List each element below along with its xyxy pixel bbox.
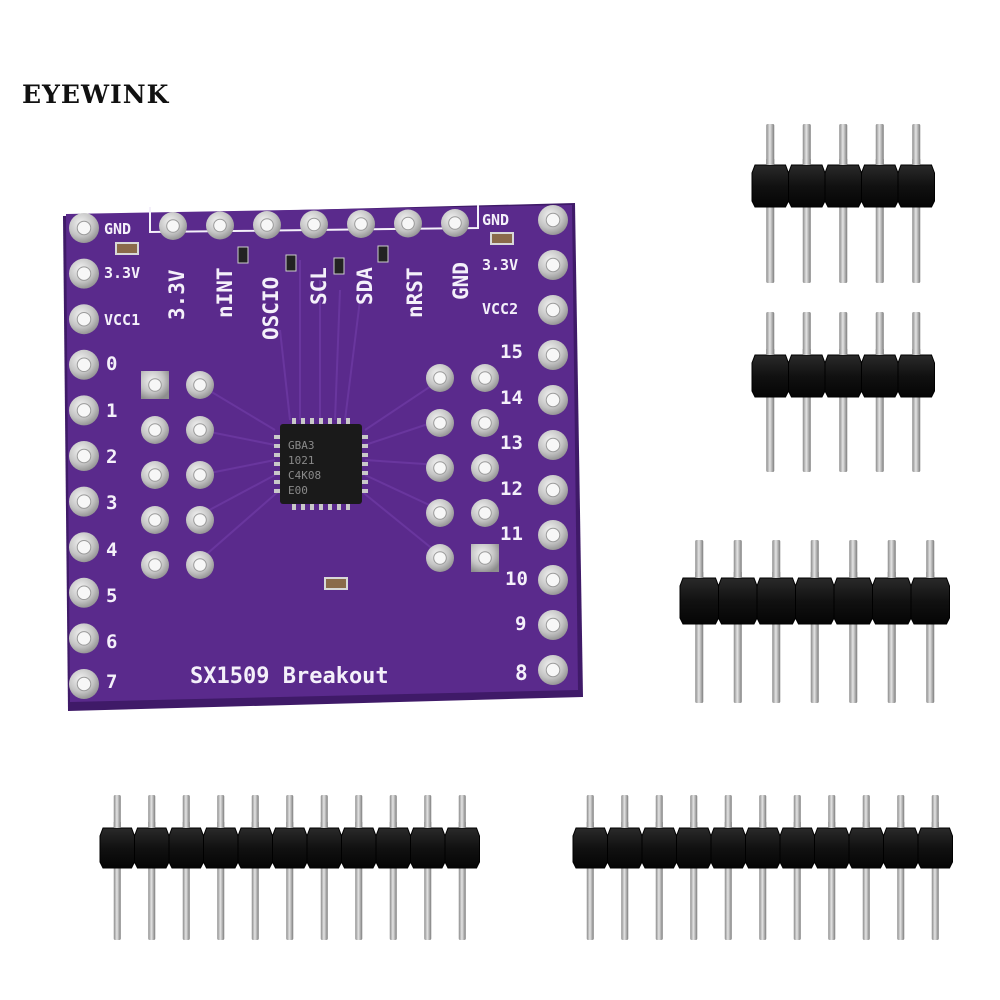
sx1509-ic-chip: GBA3 1021 C4K08 E00 xyxy=(274,418,368,510)
header-plastic-segment xyxy=(99,827,135,869)
header-plastic-segment xyxy=(824,354,862,398)
svg-text:14: 14 xyxy=(500,387,523,409)
svg-text:C4K08: C4K08 xyxy=(288,469,321,482)
header-plastic-segment xyxy=(341,827,377,869)
smd-components xyxy=(115,232,514,590)
header-plastic-segment xyxy=(751,354,789,398)
header-plastic-segment xyxy=(641,827,677,869)
svg-text:15: 15 xyxy=(500,341,523,363)
svg-text:VCC2: VCC2 xyxy=(482,300,518,318)
header-plastic-segment xyxy=(572,827,608,869)
header-plastic-segment xyxy=(375,827,411,869)
header-plastic-segment xyxy=(788,164,826,208)
svg-text:5: 5 xyxy=(106,585,117,607)
header-plastic-segment xyxy=(751,164,789,208)
header-plastic-segment xyxy=(883,827,919,869)
svg-text:GND: GND xyxy=(482,211,509,229)
svg-text:GND: GND xyxy=(449,262,473,300)
header-plastic-segment xyxy=(444,827,480,869)
left-pin-labels: GND 3.3V VCC1 0 1 2 3 4 5 6 7 xyxy=(104,220,140,693)
right-pin-labels: GND 3.3V VCC2 15 14 13 12 11 10 9 8 xyxy=(482,211,528,685)
svg-text:GBA3: GBA3 xyxy=(288,439,315,452)
header-plastic-segment xyxy=(897,354,935,398)
svg-text:11: 11 xyxy=(500,523,523,545)
svg-text:SCL: SCL xyxy=(307,267,331,305)
svg-text:0: 0 xyxy=(106,353,117,375)
header-plastic-segment xyxy=(848,827,884,869)
svg-text:8: 8 xyxy=(515,661,528,685)
header-plastic-segment xyxy=(237,827,273,869)
svg-text:6: 6 xyxy=(106,631,117,653)
header-plastic-segment xyxy=(168,827,204,869)
header-plastic-segment xyxy=(861,354,899,398)
svg-text:1021: 1021 xyxy=(288,454,315,467)
pin-header xyxy=(99,795,480,940)
svg-text:13: 13 xyxy=(500,432,523,454)
svg-text:nRST: nRST xyxy=(403,267,427,318)
svg-text:9: 9 xyxy=(515,613,526,635)
header-plastic-segment xyxy=(917,827,953,869)
svg-text:10: 10 xyxy=(505,568,528,590)
svg-text:3.3V: 3.3V xyxy=(165,269,189,320)
svg-text:GND: GND xyxy=(104,220,131,238)
header-plastic-segment xyxy=(710,827,746,869)
svg-text:12: 12 xyxy=(500,478,523,500)
svg-text:E00: E00 xyxy=(288,484,308,497)
inner-pad-arrays xyxy=(141,364,499,579)
svg-text:3: 3 xyxy=(106,492,117,514)
pin-header-set xyxy=(99,124,953,940)
pin-header xyxy=(751,312,935,472)
header-plastic-segment xyxy=(910,577,950,625)
svg-text:nINT: nINT xyxy=(213,267,237,318)
header-plastic-segment xyxy=(779,827,815,869)
pin-header xyxy=(572,795,953,940)
brand-logo-text: EYEWINK xyxy=(22,80,170,109)
header-plastic-segment xyxy=(897,164,935,208)
header-plastic-segment xyxy=(756,577,796,625)
header-plastic-segment xyxy=(134,827,170,869)
svg-text:SDA: SDA xyxy=(353,267,377,305)
header-plastic-segment xyxy=(833,577,873,625)
header-plastic-segment xyxy=(872,577,912,625)
svg-text:3.3V: 3.3V xyxy=(482,256,518,274)
svg-text:OSCIO: OSCIO xyxy=(259,277,283,340)
header-plastic-segment xyxy=(795,577,835,625)
header-plastic-segment xyxy=(306,827,342,869)
svg-text:4: 4 xyxy=(106,539,117,561)
header-plastic-segment xyxy=(607,827,643,869)
svg-text:7: 7 xyxy=(106,671,117,693)
top-pin-labels: 3.3V nINT OSCIO SCL SDA nRST GND xyxy=(165,262,473,340)
left-edge-pads xyxy=(69,213,99,699)
header-plastic-segment xyxy=(203,827,239,869)
header-plastic-segment xyxy=(814,827,850,869)
pin-header xyxy=(679,540,950,703)
right-edge-pads xyxy=(538,205,568,685)
header-plastic-segment xyxy=(676,827,712,869)
pin-header xyxy=(751,124,935,283)
board-title: SX1509 Breakout xyxy=(190,664,389,689)
svg-text:3.3V: 3.3V xyxy=(104,264,140,282)
header-plastic-segment xyxy=(410,827,446,869)
top-edge-pads xyxy=(159,209,469,240)
svg-text:VCC1: VCC1 xyxy=(104,311,140,329)
header-plastic-segment xyxy=(824,164,862,208)
header-plastic-segment xyxy=(679,577,719,625)
svg-text:2: 2 xyxy=(106,446,117,468)
header-plastic-segment xyxy=(861,164,899,208)
header-plastic-segment xyxy=(718,577,758,625)
header-plastic-segment xyxy=(745,827,781,869)
header-plastic-segment xyxy=(788,354,826,398)
header-plastic-segment xyxy=(272,827,308,869)
svg-text:1: 1 xyxy=(106,400,117,422)
